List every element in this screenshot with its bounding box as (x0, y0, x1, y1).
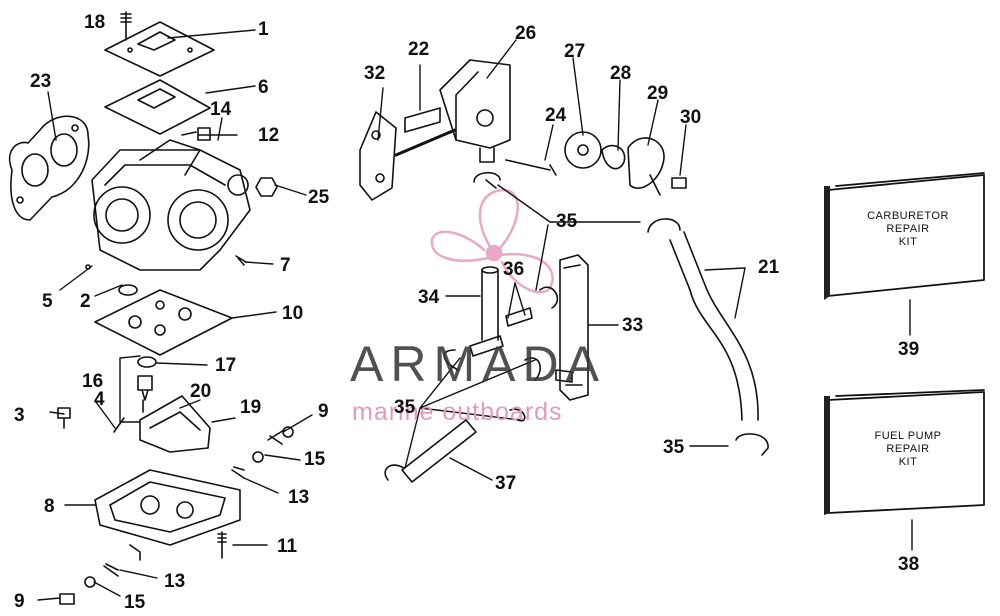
callout-8: 8 (44, 496, 55, 517)
callout-9-lower: 9 (14, 591, 25, 612)
callout-11: 11 (277, 536, 298, 557)
callout-29: 29 (647, 83, 669, 104)
kit-line: REPAIR (886, 443, 930, 455)
kit-line: KIT (898, 236, 918, 248)
callout-22: 22 (408, 39, 430, 60)
callout-23: 23 (30, 71, 52, 92)
kit-box-shading (824, 186, 830, 515)
kit-line: CARBURETOR (867, 210, 949, 222)
kit-line: REPAIR (886, 223, 930, 235)
fuel-pump-parts (359, 59, 769, 483)
callout-26: 26 (515, 23, 537, 44)
kit-line: KIT (898, 456, 918, 468)
callout-2: 2 (80, 291, 91, 312)
callout-13-upper: 13 (288, 487, 310, 508)
callout-19: 19 (240, 397, 262, 418)
carburetor-parts (8, 11, 294, 605)
callout-25: 25 (308, 187, 330, 208)
callout-36: 36 (503, 259, 525, 280)
callout-3: 3 (14, 405, 25, 426)
callout-24: 24 (545, 105, 567, 126)
callout-14: 14 (210, 99, 232, 120)
callout-33: 33 (622, 315, 644, 336)
callout-7: 7 (280, 255, 291, 276)
callout-1: 1 (258, 19, 269, 40)
callout-13-lower: 13 (164, 571, 186, 592)
watermark-tagline: marine outboards (352, 398, 563, 426)
callout-9-upper: 9 (318, 401, 329, 422)
callout-35-upper: 35 (556, 211, 578, 232)
carburetor-kit-label: CARBURETOR REPAIR KIT (848, 210, 968, 249)
callout-32: 32 (364, 63, 386, 84)
callout-30: 30 (680, 107, 702, 128)
leader-lines (37, 29, 913, 601)
callout-10: 10 (282, 303, 304, 324)
callout-4: 4 (94, 389, 105, 410)
callout-15-upper: 15 (304, 449, 326, 470)
callout-6: 6 (258, 77, 269, 98)
callout-17: 17 (215, 355, 237, 376)
kit-line: FUEL PUMP (874, 430, 942, 442)
callout-37: 37 (495, 473, 517, 494)
callout-35-right: 35 (663, 437, 685, 458)
callout-12: 12 (258, 125, 280, 146)
callout-28: 28 (610, 63, 632, 84)
callout-18: 18 (84, 12, 106, 33)
callout-16: 16 (82, 371, 104, 392)
callout-20: 20 (190, 381, 212, 402)
watermark-brand: ARMADA (350, 336, 606, 392)
watermark-propeller (430, 188, 554, 294)
fuel-pump-kit-label: FUEL PUMP REPAIR KIT (848, 430, 968, 469)
callout-35-middle: 35 (394, 397, 416, 418)
callout-15-lower: 15 (124, 592, 146, 613)
callout-21: 21 (758, 257, 780, 278)
callout-5: 5 (42, 291, 53, 312)
callout-34: 34 (418, 287, 440, 308)
callout-fuel-pump-kit: 38 (898, 554, 920, 575)
callout-carburetor-kit: 39 (898, 339, 920, 360)
callout-27: 27 (564, 41, 586, 62)
